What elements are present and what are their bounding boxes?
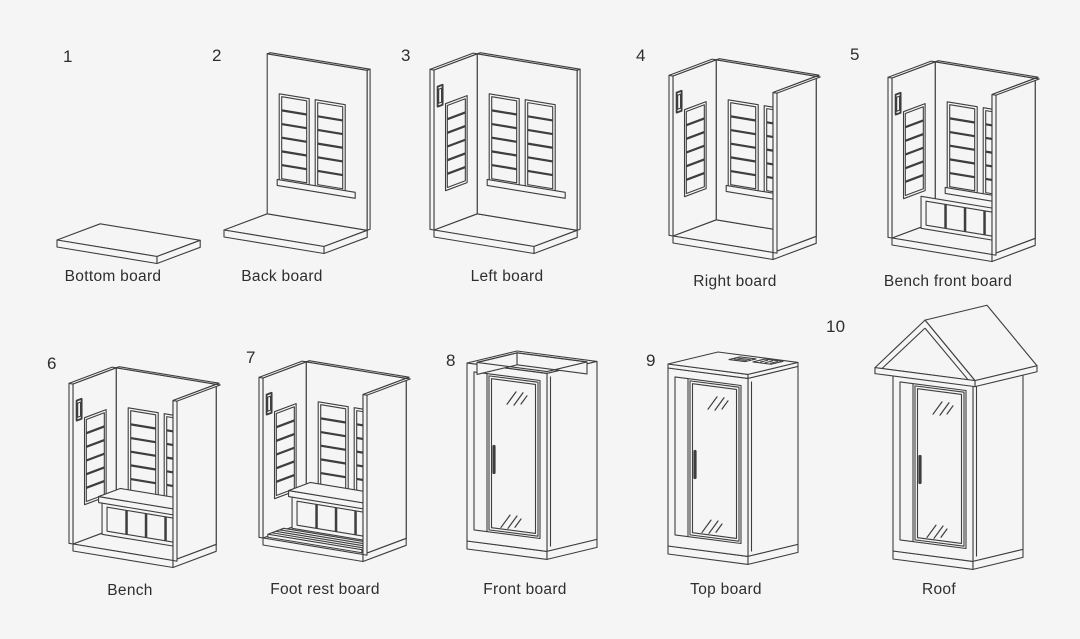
step-number: 4	[636, 46, 646, 65]
left-board-illustration	[429, 52, 581, 255]
front-board-illustration	[466, 350, 598, 560]
bench-front-board-illustration	[887, 60, 1040, 263]
step-number: 1	[63, 47, 73, 66]
step-label: Front board	[483, 581, 567, 598]
step-number: 3	[401, 46, 411, 65]
step-number: 6	[47, 354, 57, 373]
top-board-illustration	[667, 351, 799, 565]
step-label: Foot rest board	[270, 581, 380, 598]
step-label: Top board	[690, 581, 762, 598]
step-label: Back board	[241, 268, 323, 285]
step-label: Left board	[470, 268, 544, 285]
foot-rest-board-illustration	[258, 360, 411, 563]
step-label: Roof	[922, 581, 956, 598]
step-number: 2	[212, 46, 222, 65]
step-label: Bottom board	[64, 268, 162, 285]
step-number: 10	[826, 317, 846, 336]
step-label: Right board	[693, 273, 777, 290]
step-number: 9	[646, 351, 656, 370]
step-number: 7	[246, 348, 256, 367]
right-board-illustration	[668, 58, 821, 261]
roof-illustration	[874, 304, 1038, 570]
bench-illustration	[68, 366, 221, 569]
bottom-board-illustration	[56, 223, 201, 265]
step-label: Bench front board	[883, 273, 1013, 290]
step-number: 5	[850, 45, 860, 64]
step-label: Bench	[107, 582, 153, 599]
step-number: 8	[446, 351, 456, 370]
back-board-illustration	[223, 52, 371, 255]
